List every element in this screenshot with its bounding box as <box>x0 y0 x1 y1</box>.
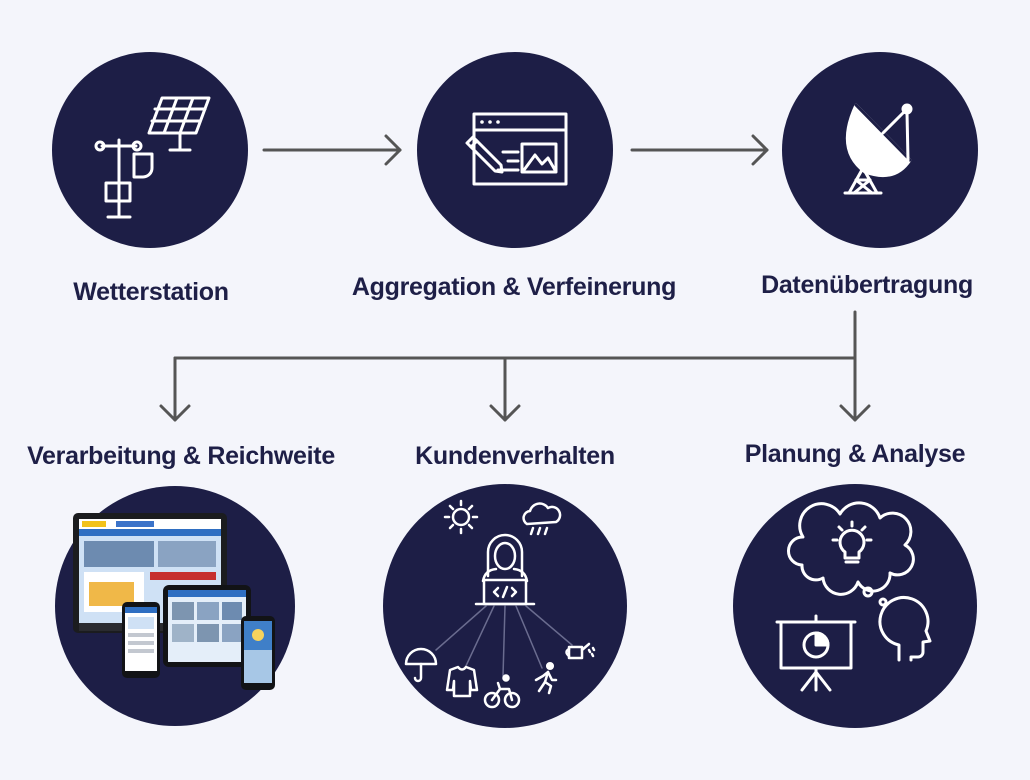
lightbulb-icon <box>831 520 873 564</box>
cyclist-icon <box>483 674 521 709</box>
weather-station-label: Wetterstation <box>73 278 229 306</box>
rain-cloud-icon <box>522 502 562 536</box>
planning-analysis-icon <box>775 501 932 692</box>
processing-label: Verarbeitung & Reichweite <box>27 442 335 470</box>
transmission-node <box>782 52 978 248</box>
planning-label: Planung & Analyse <box>744 440 966 468</box>
branch-connector <box>159 310 871 422</box>
edit-document-icon <box>465 112 568 186</box>
sun-icon <box>443 499 479 535</box>
thought-cloud-icon <box>787 501 915 596</box>
customer-label: Kundenverhalten <box>415 442 615 470</box>
customer-node <box>383 484 627 728</box>
runner-icon <box>534 661 558 695</box>
developer-icon <box>474 533 536 606</box>
presentation-board-icon <box>775 614 857 692</box>
transmission-label: Datenübertragung <box>761 271 973 299</box>
watering-can-icon <box>565 642 596 660</box>
connectors <box>159 134 871 422</box>
planning-node <box>733 484 977 728</box>
arrow-station-to-aggregation <box>262 134 402 166</box>
aggregation-label: Aggregation & Verfeinerung <box>351 273 677 301</box>
weather-station-solar-icon <box>94 96 211 219</box>
aggregation-node <box>417 52 613 248</box>
connection-lines <box>435 605 573 677</box>
processing-node <box>55 486 295 726</box>
satellite-dish-icon <box>843 103 913 195</box>
head-icon <box>878 596 932 662</box>
umbrella-icon <box>404 647 438 683</box>
weather-station-node <box>52 52 248 248</box>
customer-behavior-icon <box>404 499 596 709</box>
arrow-aggregation-to-transmission <box>630 134 769 166</box>
devices-icon <box>73 513 275 690</box>
sweater-icon <box>445 665 479 698</box>
